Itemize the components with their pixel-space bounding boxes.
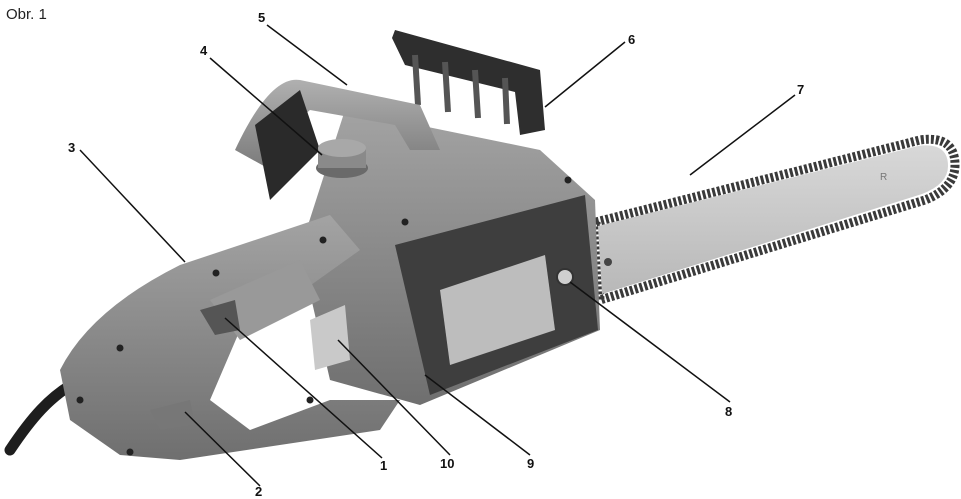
oil-window bbox=[310, 305, 350, 370]
callout-label: 10 bbox=[440, 456, 454, 471]
svg-text:R: R bbox=[880, 172, 887, 183]
callout-label: 6 bbox=[628, 32, 635, 47]
safety-lock-button bbox=[150, 400, 195, 430]
callout-label: 8 bbox=[725, 404, 732, 419]
rear-handle bbox=[60, 215, 400, 460]
front-hand-guard bbox=[392, 30, 545, 135]
callout-label: 1 bbox=[380, 458, 387, 473]
motor-housing bbox=[300, 110, 600, 405]
figure-title: Obr. 1 bbox=[6, 6, 47, 23]
housing-screws bbox=[76, 176, 572, 456]
callout-label: 5 bbox=[258, 10, 265, 25]
callout-labels: 3 4 5 6 7 8 9 10 1 2 bbox=[68, 10, 804, 499]
callout-label: 2 bbox=[255, 484, 262, 499]
oil-cap bbox=[316, 139, 368, 178]
bar-nut bbox=[556, 268, 574, 286]
callout-label: 9 bbox=[527, 456, 534, 471]
top-handle bbox=[235, 79, 440, 200]
callout-label: 7 bbox=[797, 82, 804, 97]
callout-label: 3 bbox=[68, 140, 75, 155]
leader-lines bbox=[79, 24, 796, 487]
side-cover-panel bbox=[440, 255, 555, 365]
trigger-switch bbox=[200, 300, 240, 335]
guide-bar: R bbox=[591, 134, 960, 306]
callout-label: 4 bbox=[200, 43, 208, 58]
